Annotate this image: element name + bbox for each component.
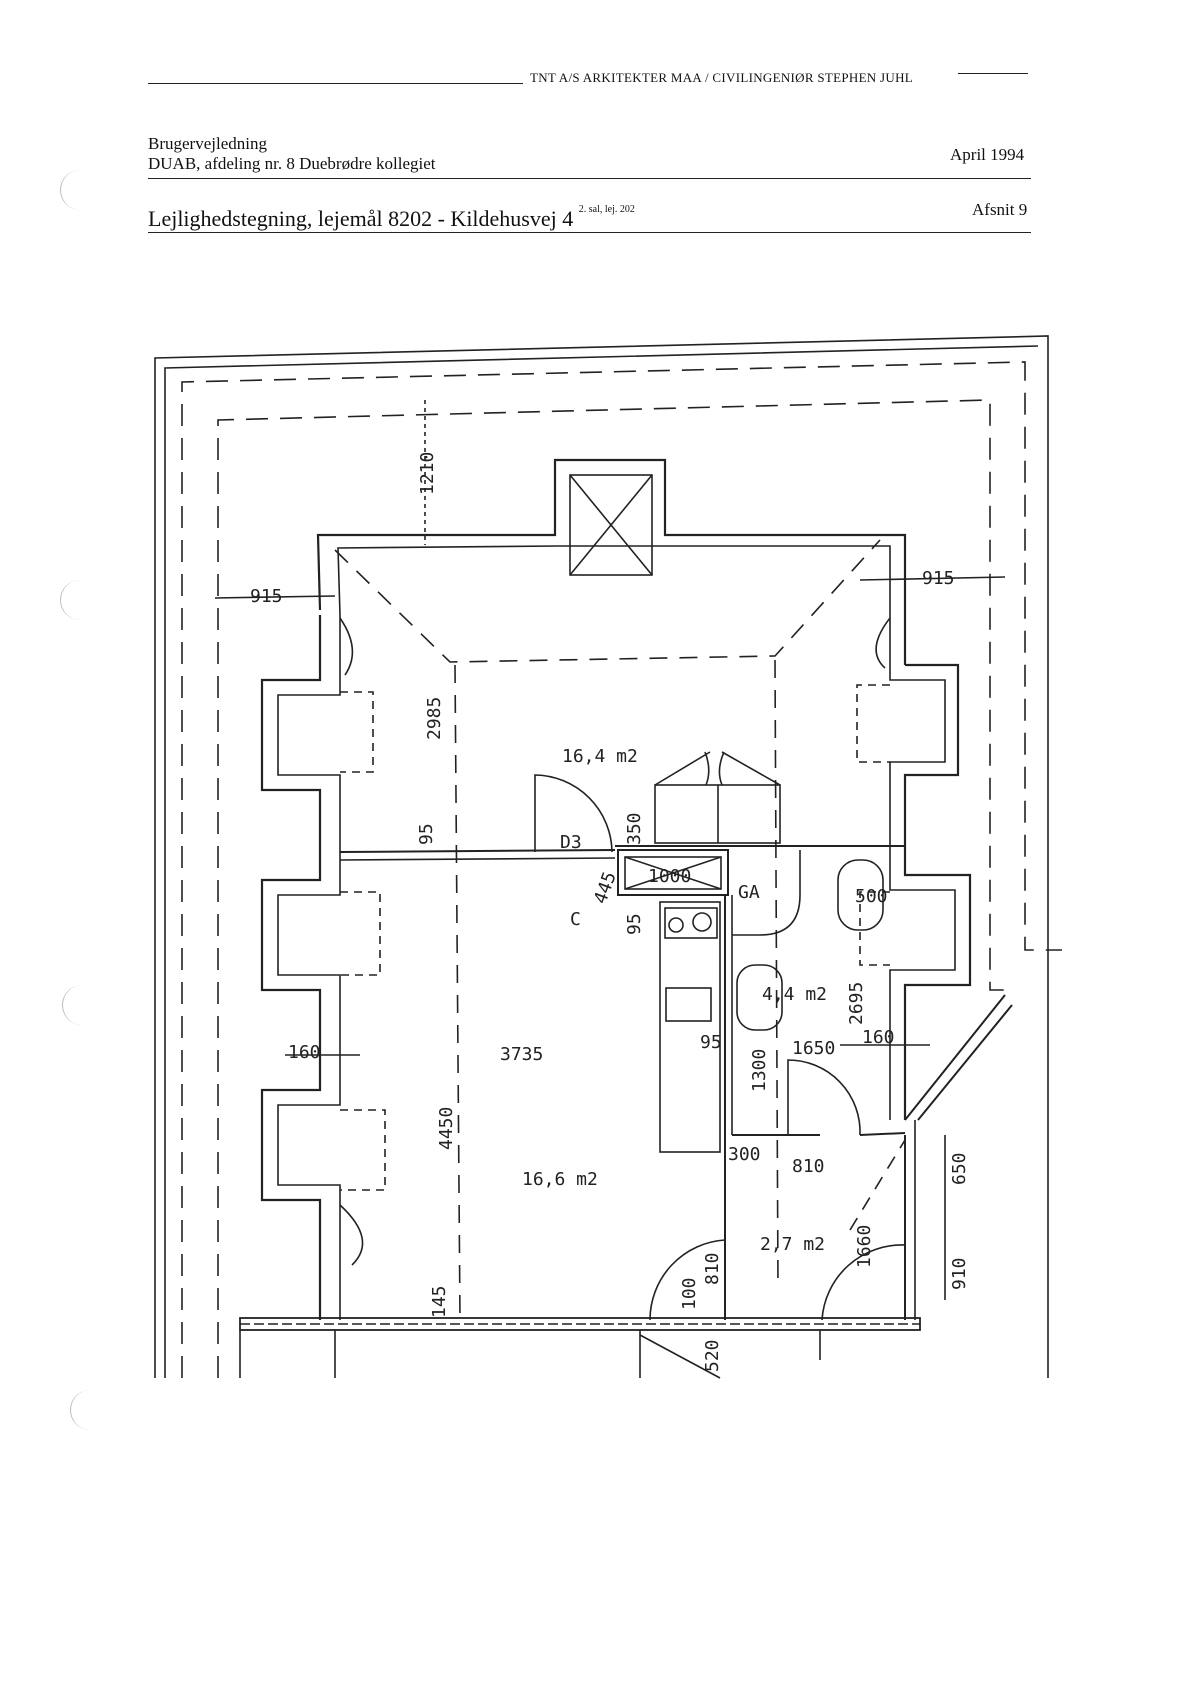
firm-name: TNT A/S ARKITEKTER MAA / CIVILINGENIØR S… [530,70,914,85]
burner [668,917,684,933]
bath-wall [859,1132,906,1136]
binder-hole [62,985,85,1025]
dimension-4450: 4450 [436,1107,457,1150]
right-wall-inner [889,665,956,1120]
dimension-1000: 1000 [648,866,691,887]
shaft [617,849,729,896]
partition-wall [339,849,616,853]
door-swing [875,617,891,669]
dimension-500: 500 [855,886,888,907]
title-text: Lejlighedstegning, lejemål 8202 - Kildeh… [148,206,574,231]
date: April 1994 [950,145,1025,164]
kitchen-marker: C [570,909,581,930]
wardrobe-doors [654,751,781,786]
doc-type: Brugervejledning [148,134,267,153]
dimension-95: 95 [416,823,437,845]
left-wall [260,615,322,1320]
dimension-445: 445 [590,869,621,907]
ga-label: GA [738,882,760,903]
header-rule [148,83,523,84]
dimension-810: 810 [792,1156,825,1177]
shaft-cross [624,856,722,890]
door-type-label: D3 [560,832,582,853]
skylight [569,474,653,576]
shower [732,850,801,936]
dimension-810: 810 [702,1252,723,1285]
section-label: Afsnit 9 [972,200,1028,219]
ceiling-line [454,664,461,1321]
dimension-95: 95 [624,913,645,935]
ceiling-line [849,1139,906,1231]
left-wall-inner [277,615,341,1320]
dimension-1650: 1650 [792,1038,835,1059]
dimension-915-right: 915 [922,568,955,589]
window-sill [340,891,381,976]
outer-frame-inner [164,345,1039,1378]
door-swing [339,1204,364,1266]
dimension-3735: 3735 [500,1044,543,1065]
washbasin [736,964,783,1031]
header-rule [958,73,1028,74]
divider [148,178,1031,179]
dimension-1300: 1300 [749,1049,770,1092]
outer-frame [154,335,1049,1378]
dimension-line [214,595,336,599]
divider [148,232,1031,233]
dimension-1660: 1660 [854,1225,875,1268]
page-title: Lejlighedstegning, lejemål 8202 - Kildeh… [148,204,635,232]
dimension-95: 95 [700,1032,722,1053]
area-bath: 4,4 m2 [762,984,827,1005]
shaft-inner [624,856,722,890]
binder-hole [60,580,83,620]
right-wall [903,663,972,1120]
top-wall [316,458,907,665]
binder-hole [70,1390,93,1430]
sink [665,987,712,1022]
partition-wall [339,857,616,861]
window-sill [859,891,890,966]
burner [692,912,712,932]
window-sill [340,691,374,773]
binder-hole [60,170,83,210]
window-sill [340,1109,386,1191]
dimension-100: 100 [679,1277,700,1310]
door-swing [339,617,354,676]
dimension-910: 910 [949,1257,970,1290]
roof-outline-outer [181,361,1062,1378]
dimension-350: 350 [624,812,645,845]
roof-outline-inner [217,399,1010,1378]
dimension-145: 145 [429,1285,450,1318]
skylight-cross [569,474,653,576]
hall-door [821,1244,906,1321]
door-d3 [534,774,613,853]
dimension-160-left: 160 [288,1042,321,1063]
organization: DUAB, afdeling nr. 8 Duebrødre kollegiet [148,154,436,173]
shaft-cross [639,1334,721,1379]
dimension-915-left: 915 [250,586,283,607]
entry-door [649,1239,726,1321]
toilet [837,859,884,931]
ceiling-slope [334,539,881,663]
area-upper-room: 16,4 m2 [562,746,638,767]
diagonal-wall [904,994,1013,1121]
area-lower-room: 16,6 m2 [522,1169,598,1190]
dimension-2695: 2695 [846,982,867,1025]
dimension-300: 300 [728,1144,761,1165]
dimension-2985: 2985 [424,697,445,740]
area-hall: 2,7 m2 [760,1234,825,1255]
bath-door [787,1059,861,1136]
dimension-160-right: 160 [862,1027,895,1048]
dimension-line [859,576,1006,581]
kitchen-counter [659,901,721,1153]
title-superscript: 2. sal, lej. 202 [578,204,635,215]
window-sill [856,684,890,763]
stove [664,907,718,939]
dimension-650: 650 [949,1152,970,1185]
dimension-1210: 1210 [417,452,438,495]
top-wall-inner [337,545,891,665]
ceiling-line [774,659,779,1291]
dimension-520: 520 [702,1339,723,1372]
